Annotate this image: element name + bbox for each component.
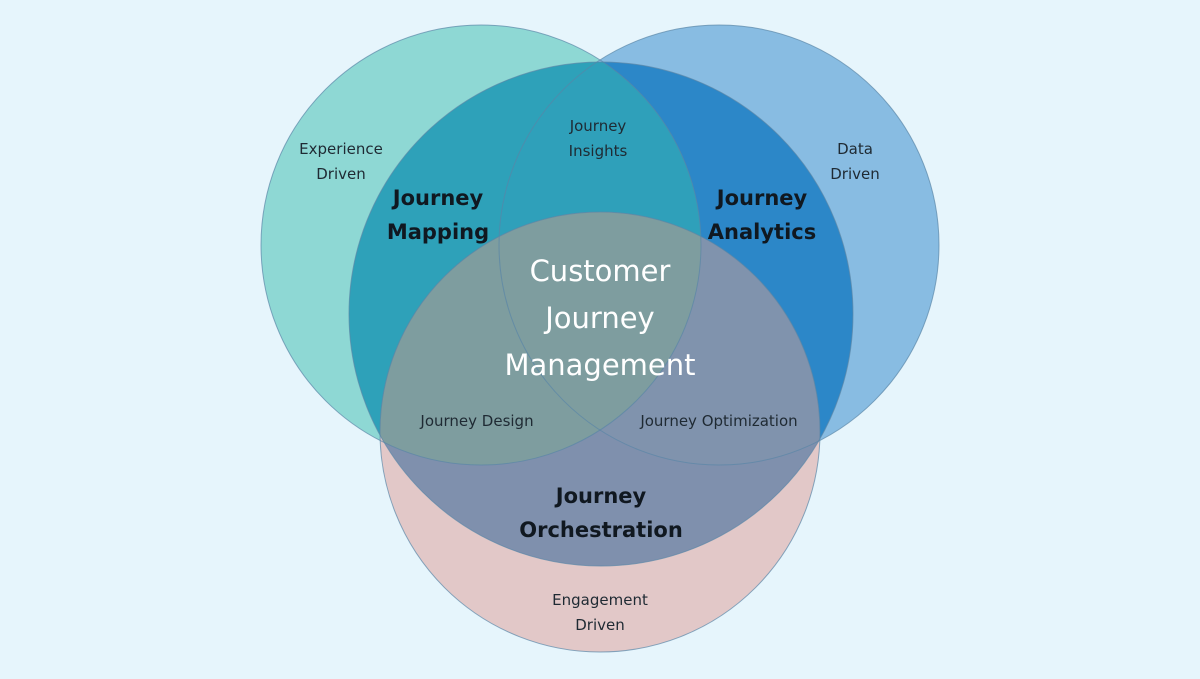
outline-bottom [379, 211, 821, 653]
outline-left [260, 24, 702, 466]
outline-right [498, 24, 940, 466]
label-journey-optimization: Journey Optimization [639, 412, 797, 430]
outline-inner [348, 61, 854, 567]
label-journey-design: Journey Design [419, 412, 533, 430]
